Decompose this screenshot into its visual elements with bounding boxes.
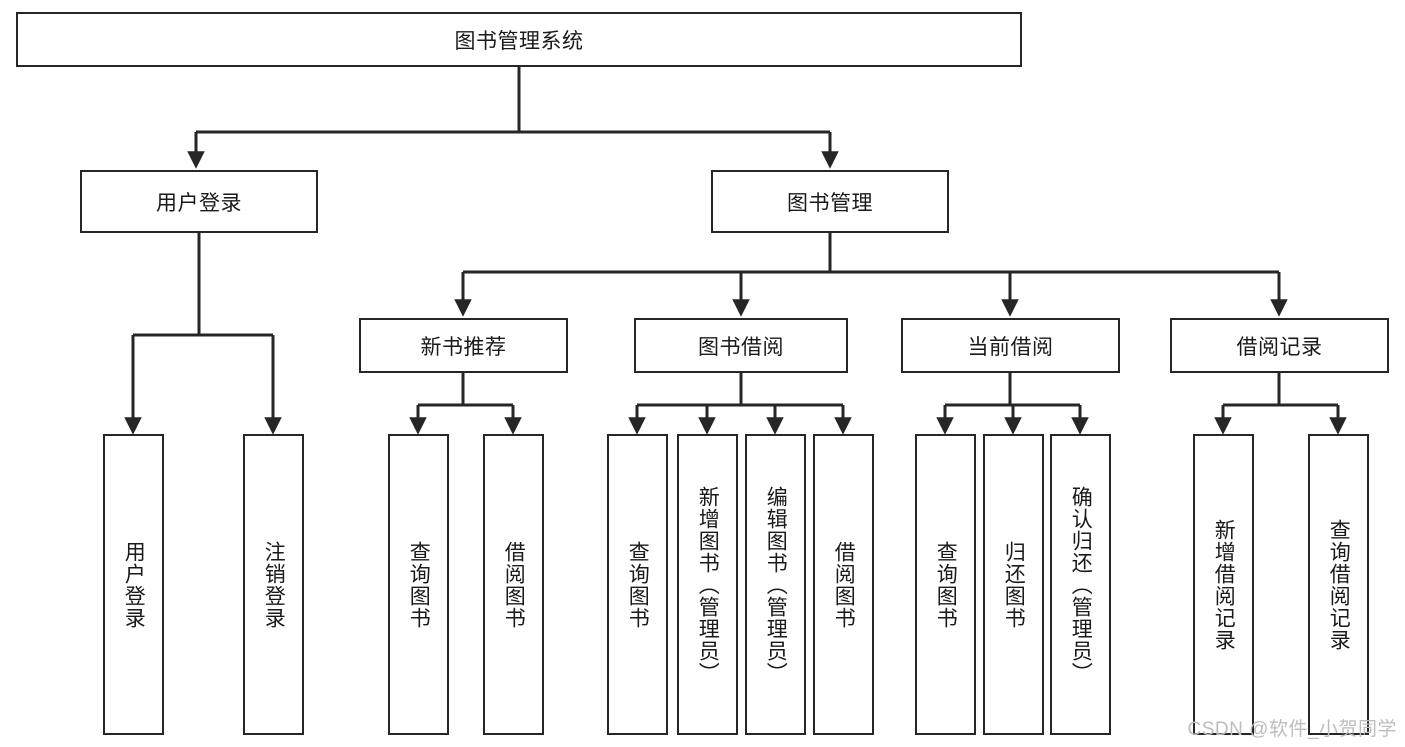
watermark: CSDN @软件_小贺同学: [1187, 719, 1397, 740]
node-leaf-user-logout[interactable]: 注销登录: [243, 434, 304, 735]
node-current-borrow[interactable]: 当前借阅: [901, 318, 1120, 373]
node-user-login-label: 用户登录: [156, 191, 242, 215]
node-book-borrow[interactable]: 图书借阅: [634, 318, 848, 373]
node-leaf-query-book-1[interactable]: 查询图书: [388, 434, 449, 735]
node-leaf-add-book-label: 新增图书（管理员）: [696, 485, 720, 684]
node-root[interactable]: 图书管理系统: [16, 12, 1022, 67]
node-new-book-rec-label: 新书推荐: [420, 335, 507, 359]
node-leaf-user-login-label: 用户登录: [122, 540, 146, 629]
node-leaf-confirm-return[interactable]: 确认归还（管理员）: [1050, 434, 1111, 735]
node-borrow-record[interactable]: 借阅记录: [1170, 318, 1389, 373]
node-leaf-add-record-label: 新增借阅记录: [1212, 518, 1236, 651]
node-root-label: 图书管理系统: [454, 29, 584, 53]
node-leaf-query-book-2-label: 查询图书: [626, 540, 650, 629]
node-book-manage[interactable]: 图书管理: [711, 170, 949, 233]
node-leaf-query-record-label: 查询借阅记录: [1327, 518, 1351, 651]
node-leaf-confirm-return-label: 确认归还（管理员）: [1069, 485, 1093, 684]
node-leaf-add-book[interactable]: 新增图书（管理员）: [677, 434, 738, 735]
node-leaf-query-book-3-label: 查询图书: [934, 540, 958, 629]
node-leaf-query-book-2[interactable]: 查询图书: [607, 434, 668, 735]
node-borrow-record-label: 借阅记录: [1236, 335, 1323, 359]
node-current-borrow-label: 当前借阅: [967, 335, 1054, 359]
node-leaf-query-book-1-label: 查询图书: [407, 540, 431, 629]
node-leaf-edit-book[interactable]: 编辑图书（管理员）: [745, 434, 806, 735]
node-leaf-return-book-label: 归还图书: [1002, 540, 1026, 629]
node-user-login[interactable]: 用户登录: [80, 170, 318, 233]
node-new-book-rec[interactable]: 新书推荐: [359, 318, 568, 373]
node-leaf-borrow-book-2-label: 借阅图书: [832, 540, 856, 629]
node-leaf-borrow-book-1[interactable]: 借阅图书: [483, 434, 544, 735]
node-leaf-query-book-3[interactable]: 查询图书: [915, 434, 976, 735]
node-leaf-borrow-book-1-label: 借阅图书: [502, 540, 526, 629]
node-leaf-add-record[interactable]: 新增借阅记录: [1193, 434, 1254, 735]
node-book-manage-label: 图书管理: [787, 191, 873, 215]
node-leaf-user-logout-label: 注销登录: [262, 540, 286, 629]
node-leaf-return-book[interactable]: 归还图书: [983, 434, 1044, 735]
node-leaf-query-record[interactable]: 查询借阅记录: [1308, 434, 1369, 735]
node-leaf-user-login[interactable]: 用户登录: [103, 434, 164, 735]
node-leaf-borrow-book-2[interactable]: 借阅图书: [813, 434, 874, 735]
node-leaf-edit-book-label: 编辑图书（管理员）: [764, 485, 788, 684]
node-book-borrow-label: 图书借阅: [698, 335, 784, 359]
